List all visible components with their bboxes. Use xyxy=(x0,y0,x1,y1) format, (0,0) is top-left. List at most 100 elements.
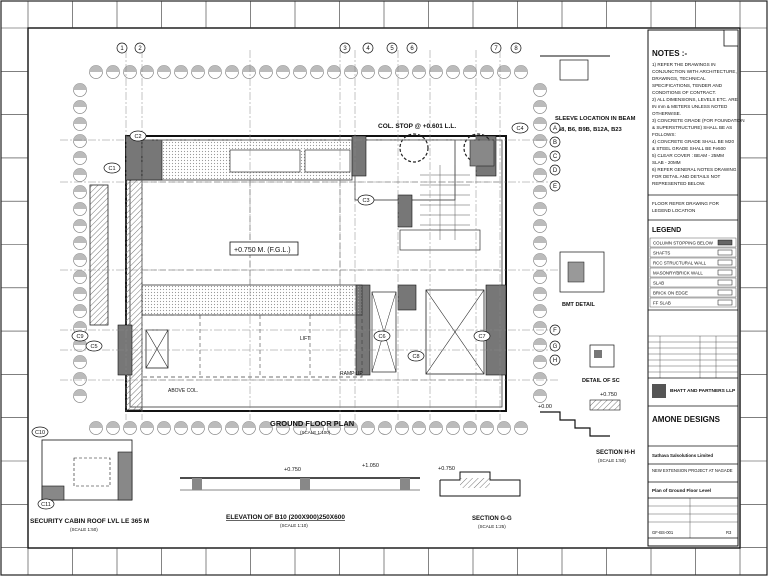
svg-text:C11: C11 xyxy=(41,502,51,508)
tree-symbol xyxy=(344,65,358,79)
tree-symbol xyxy=(174,421,188,435)
notes-line: 2) ALL DIMENSIONS, LEVELS ETC. ARE xyxy=(652,97,738,102)
tree-symbol xyxy=(157,65,171,79)
security-title: SECURITY CABIN ROOF LVL LE 365 M xyxy=(30,518,149,525)
tree-symbol xyxy=(463,421,477,435)
notes-line: 6) REFER GENERAL NOTES DRAWING xyxy=(652,167,737,172)
tree-symbol xyxy=(259,65,273,79)
notes-extra-2: LEGEND LOCATION xyxy=(652,208,695,213)
svg-text:G: G xyxy=(553,344,558,350)
svg-text:6: 6 xyxy=(410,46,414,52)
svg-text:4: 4 xyxy=(366,46,370,52)
column-tag-c6: C6 xyxy=(373,330,391,342)
tree-symbol xyxy=(73,117,87,131)
lvl-000-hh: +0.00 xyxy=(538,404,552,410)
tree-symbol xyxy=(73,270,87,284)
lvl-1050-elev: +1.050 xyxy=(362,463,379,469)
column-tag-c5: C5 xyxy=(85,340,103,352)
grid-bubble-7: 7 xyxy=(490,42,502,54)
section-gg-title: SECTION G-G xyxy=(472,516,512,522)
column-tag-c3: C3 xyxy=(357,194,375,206)
tree-symbol xyxy=(514,65,528,79)
notes-line: 4) CONCRETE GRADE SHALL BE M20 xyxy=(652,139,734,144)
legend-row: BRICK ON EDGE xyxy=(649,287,737,298)
column-tag-c4: C4 xyxy=(511,122,529,134)
left-wall-hatch xyxy=(125,179,143,411)
tree-symbol xyxy=(73,253,87,267)
tree-symbol xyxy=(73,151,87,165)
tree-symbol xyxy=(395,65,409,79)
tree-symbol xyxy=(123,65,137,79)
tree-symbol xyxy=(73,304,87,318)
sleeve-title: SLEEVE LOCATION IN BEAM xyxy=(555,116,636,122)
notes-line: IN mm & METERS UNLESS NOTED xyxy=(652,104,728,109)
tree-symbol xyxy=(140,421,154,435)
sc-detail-title: DETAIL OF SC xyxy=(582,378,620,384)
lift-box xyxy=(145,329,169,369)
svg-text:A: A xyxy=(553,126,557,132)
tree-symbol xyxy=(533,117,547,131)
notes-line: FOR DETAIL AND DETAILS NOT xyxy=(652,174,721,179)
tree-symbol xyxy=(497,421,511,435)
notes-line: FOLLOWS: xyxy=(652,132,676,137)
tree-symbol xyxy=(533,83,547,97)
tree-symbol xyxy=(73,389,87,403)
tree-symbol xyxy=(533,151,547,165)
lvl-0750-hh: +0.750 xyxy=(600,392,617,398)
tree-symbol xyxy=(533,372,547,386)
column-tag-c9: C9 xyxy=(71,330,89,342)
top-room-a xyxy=(229,149,301,173)
svg-text:1: 1 xyxy=(120,46,124,52)
notes-heading: NOTES :- xyxy=(652,49,687,58)
svg-text:COLUMN STOPPING BELOW: COLUMN STOPPING BELOW xyxy=(653,240,714,245)
tree-symbol xyxy=(259,421,273,435)
svg-text:7: 7 xyxy=(494,46,498,52)
top-room-b xyxy=(304,149,351,173)
revision-code: R3 xyxy=(726,530,732,535)
tree-symbol xyxy=(242,65,256,79)
svg-text:3: 3 xyxy=(343,46,347,52)
tree-symbol xyxy=(73,236,87,250)
legend-row: MASONRY/BRICK WALL xyxy=(649,267,737,278)
grid-bubble-f: F xyxy=(549,324,561,336)
legend-row: RCC STRUCTURAL WALL xyxy=(649,257,737,268)
tree-symbol xyxy=(378,421,392,435)
tree-symbol xyxy=(463,65,477,79)
sleeve-list: B8, B6, B9B, B12A, B23 xyxy=(557,127,623,133)
col-stop-label: COL. STOP @ +0.601 L.L. xyxy=(378,123,456,130)
tree-symbol xyxy=(174,65,188,79)
svg-text:C9: C9 xyxy=(76,334,83,340)
section-gg: +0.750 SECTION G-G (SCALE 1:25) xyxy=(438,466,521,529)
tree-symbol xyxy=(344,421,358,435)
svg-text:C6: C6 xyxy=(378,334,385,340)
svg-text:C7: C7 xyxy=(478,334,485,340)
tree-border xyxy=(73,65,547,435)
grid-bubble-e: E xyxy=(549,180,561,192)
svg-text:5: 5 xyxy=(390,46,394,52)
legend-heading: LEGEND xyxy=(652,227,681,234)
notes-line: 3) CONCRETE GRADE (FOR FOUNDATION xyxy=(652,118,745,123)
tree-symbol xyxy=(533,185,547,199)
tree-symbol xyxy=(533,355,547,369)
legend-row: SLAB xyxy=(649,277,737,288)
svg-text:B: B xyxy=(553,140,557,146)
tree-symbol xyxy=(191,65,205,79)
column-tag-c2: C2 xyxy=(129,130,147,142)
tree-symbol xyxy=(89,65,103,79)
svg-text:FF SLAB: FF SLAB xyxy=(653,300,671,305)
stair-treads xyxy=(420,165,470,240)
security-scale: (SCALE 1:50) xyxy=(70,527,98,532)
stair-landing xyxy=(399,229,481,251)
grid-bubble-h: H xyxy=(549,354,561,366)
tree-symbol xyxy=(514,421,528,435)
tree-symbol xyxy=(73,372,87,386)
svg-text:C4: C4 xyxy=(516,126,523,132)
tree-symbol xyxy=(242,421,256,435)
spiral-stair xyxy=(399,133,495,167)
lift-label: LIFT xyxy=(300,336,310,342)
notes-extra-1: FLOOR REFER DRAWING FOR xyxy=(652,201,720,206)
tree-symbol xyxy=(533,389,547,403)
column-tag-c10: C10 xyxy=(31,426,49,438)
